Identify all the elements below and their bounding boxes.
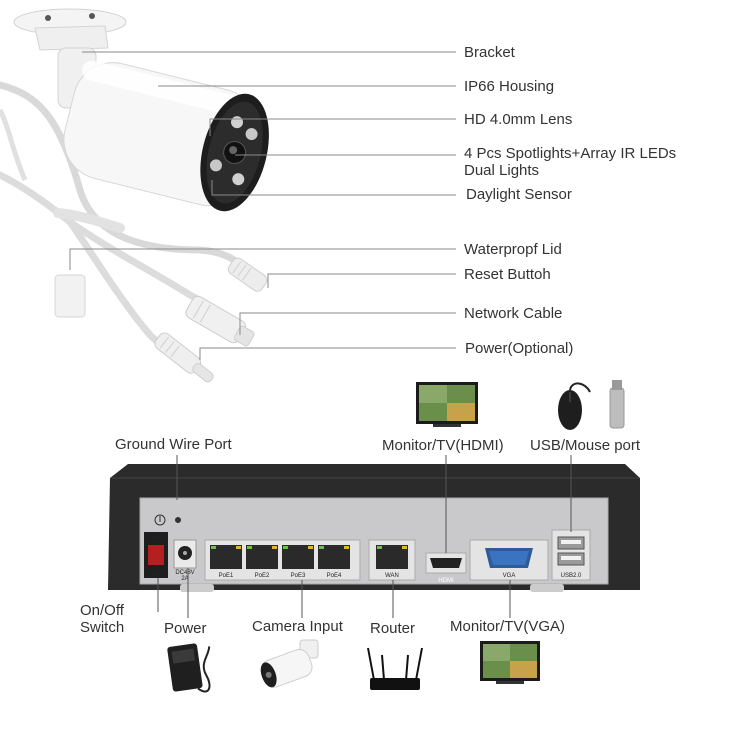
wan-marking: WAN bbox=[385, 573, 399, 579]
off-marking: OFF bbox=[150, 573, 162, 579]
reset-button-label: Reset Buttoh bbox=[464, 266, 551, 283]
daylight-sensor-label: Daylight Sensor bbox=[466, 186, 572, 203]
switch-label-line2: Switch bbox=[80, 619, 125, 636]
usb-port-label: USB/Mouse port bbox=[530, 437, 641, 454]
lens-label: HD 4.0mm Lens bbox=[464, 111, 573, 128]
network-cable-label: Network Cable bbox=[464, 305, 563, 322]
hdmi-marking: HDMI bbox=[438, 578, 454, 584]
hdmi-monitor-image bbox=[416, 382, 478, 427]
dual-lights-label: Dual Lights bbox=[464, 162, 540, 179]
dc-amp-marking: 2A bbox=[181, 576, 188, 582]
nvr-callout-lines bbox=[157, 455, 572, 618]
vga-marking: VGA bbox=[503, 573, 516, 579]
vga-port-label: Monitor/TV(VGA) bbox=[450, 618, 566, 635]
waterproof-lid-label: Waterpropf Lid bbox=[464, 241, 562, 258]
power-optional-label: Power(Optional) bbox=[465, 340, 574, 357]
dc-marking: DC48V bbox=[175, 570, 194, 576]
router-image bbox=[367, 647, 423, 690]
power-port-label: Power bbox=[164, 620, 207, 637]
bracket-label: Bracket bbox=[464, 44, 515, 61]
ground-wire-port-label: Ground Wire Port bbox=[115, 436, 232, 453]
router-label: Router bbox=[370, 620, 416, 637]
camera-input-label: Camera Input bbox=[252, 618, 343, 635]
camera-callout-lines bbox=[69, 51, 456, 360]
vga-monitor-image bbox=[480, 641, 540, 684]
hdmi-port-label: Monitor/TV(HDMI) bbox=[382, 437, 504, 454]
poe3-marking: PoE3 bbox=[291, 573, 306, 579]
usb-marking: USB2.0 bbox=[561, 573, 582, 579]
mouse-usb-image bbox=[558, 380, 625, 430]
switch-label-line1: On/Off bbox=[80, 602, 124, 619]
poe4-marking: PoE4 bbox=[327, 573, 342, 579]
housing-label: IP66 Housing bbox=[464, 78, 555, 95]
poe2-marking: PoE2 bbox=[255, 573, 270, 579]
poe1-marking: PoE1 bbox=[219, 573, 234, 579]
spotlights-label: 4 Pcs Spotlights+Array IR LEDs bbox=[464, 145, 677, 162]
power-adapter-image bbox=[167, 643, 211, 693]
nvr-device bbox=[108, 464, 640, 592]
mini-camera-image bbox=[260, 639, 319, 688]
on-marking: ON bbox=[152, 536, 161, 542]
camera-illustration bbox=[0, 8, 269, 383]
